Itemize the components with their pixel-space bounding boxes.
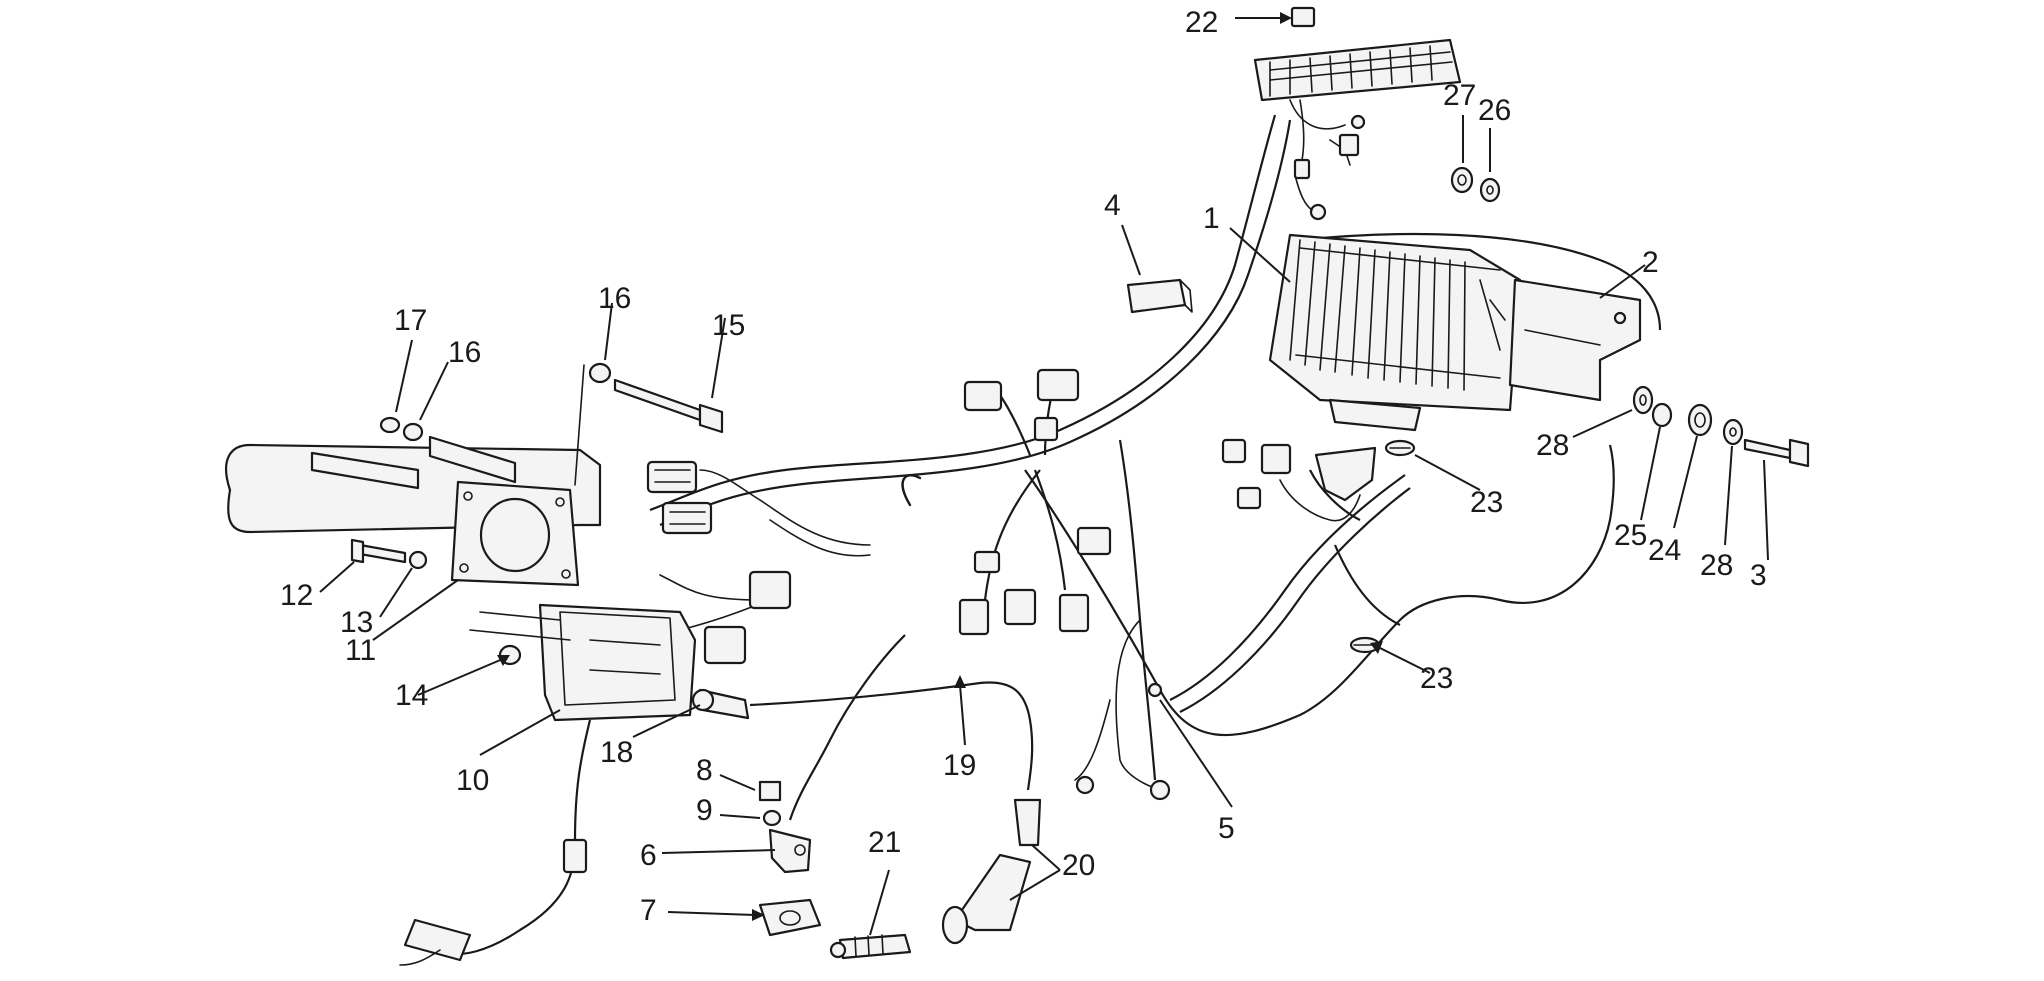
callout-23b: 23 xyxy=(1420,662,1453,695)
callout-13: 13 xyxy=(340,606,373,639)
rubber-mount-24 xyxy=(1687,403,1713,437)
spacer-25 xyxy=(1651,402,1673,428)
left-plug-connectors xyxy=(646,460,792,665)
bolt-15 xyxy=(613,378,724,434)
callout-10: 10 xyxy=(456,764,489,797)
pickup-sensor-6 xyxy=(768,828,812,874)
washer-16a xyxy=(402,422,424,442)
callout-7: 7 xyxy=(640,894,657,927)
washer-17 xyxy=(379,416,401,434)
callout-26: 26 xyxy=(1478,94,1511,127)
callout-27: 27 xyxy=(1443,79,1476,112)
ht-lead xyxy=(749,681,1034,791)
callout-3: 3 xyxy=(1750,559,1767,592)
washer-28a xyxy=(1632,385,1654,415)
main-wiring-harness xyxy=(649,114,1662,791)
spark-plug xyxy=(829,933,912,960)
callout-8: 8 xyxy=(696,754,713,787)
callout-22: 22 xyxy=(1185,6,1218,39)
spacer-tube-right xyxy=(428,435,517,484)
callout-9: 9 xyxy=(696,794,713,827)
callout-5: 5 xyxy=(1218,812,1235,845)
rubber-grommet-27 xyxy=(1450,166,1474,194)
bolt-12 xyxy=(350,538,407,564)
washer-28b xyxy=(1722,418,1744,446)
screw-8 xyxy=(758,780,782,802)
callout-labels: 22 27 26 4 1 2 17 16 16 15 28 23 25 24 2… xyxy=(280,6,1767,927)
washer-16b xyxy=(588,362,612,384)
lead-18-connector xyxy=(691,688,750,720)
fuse-box xyxy=(1253,6,1462,221)
relay xyxy=(1126,278,1193,314)
earth-terminals xyxy=(1075,682,1171,801)
callout-15: 15 xyxy=(712,309,745,342)
callout-25: 25 xyxy=(1614,519,1647,552)
washer-9 xyxy=(762,809,782,827)
callout-28a: 28 xyxy=(1536,429,1569,462)
callout-4: 4 xyxy=(1104,189,1121,222)
callout-24: 24 xyxy=(1648,534,1681,567)
callout-16a: 16 xyxy=(448,336,481,369)
callout-14: 14 xyxy=(395,679,428,712)
callout-12: 12 xyxy=(280,579,313,612)
callout-16b: 16 xyxy=(598,282,631,315)
pickup-wire xyxy=(788,634,906,821)
ground-lead xyxy=(399,719,592,966)
washer-13 xyxy=(408,550,428,570)
callout-19: 19 xyxy=(943,749,976,782)
callout-17: 17 xyxy=(394,304,427,337)
callout-11: 11 xyxy=(345,634,376,667)
callout-23a: 23 xyxy=(1470,486,1503,519)
spark-plug-cap xyxy=(941,798,1042,945)
mounting-plate-11 xyxy=(450,364,585,587)
callout-21: 21 xyxy=(868,826,901,859)
voltage-regulator xyxy=(1268,233,1522,432)
callout-6: 6 xyxy=(640,839,657,872)
callout-18: 18 xyxy=(600,736,633,769)
callout-1: 1 xyxy=(1203,202,1220,235)
spacer-tube-left xyxy=(310,451,420,490)
bolt-3 xyxy=(1743,438,1810,468)
callout-20: 20 xyxy=(1062,849,1095,882)
cable-clip-23a xyxy=(1384,439,1416,457)
harness-connectors xyxy=(958,368,1377,636)
callout-2: 2 xyxy=(1642,246,1659,279)
leader-lines xyxy=(319,12,1769,936)
hose-stub xyxy=(901,474,922,507)
gasket-7 xyxy=(758,898,822,937)
mounting-bracket xyxy=(1508,278,1642,402)
callout-28b: 28 xyxy=(1700,549,1733,582)
washer-26 xyxy=(1479,177,1501,203)
